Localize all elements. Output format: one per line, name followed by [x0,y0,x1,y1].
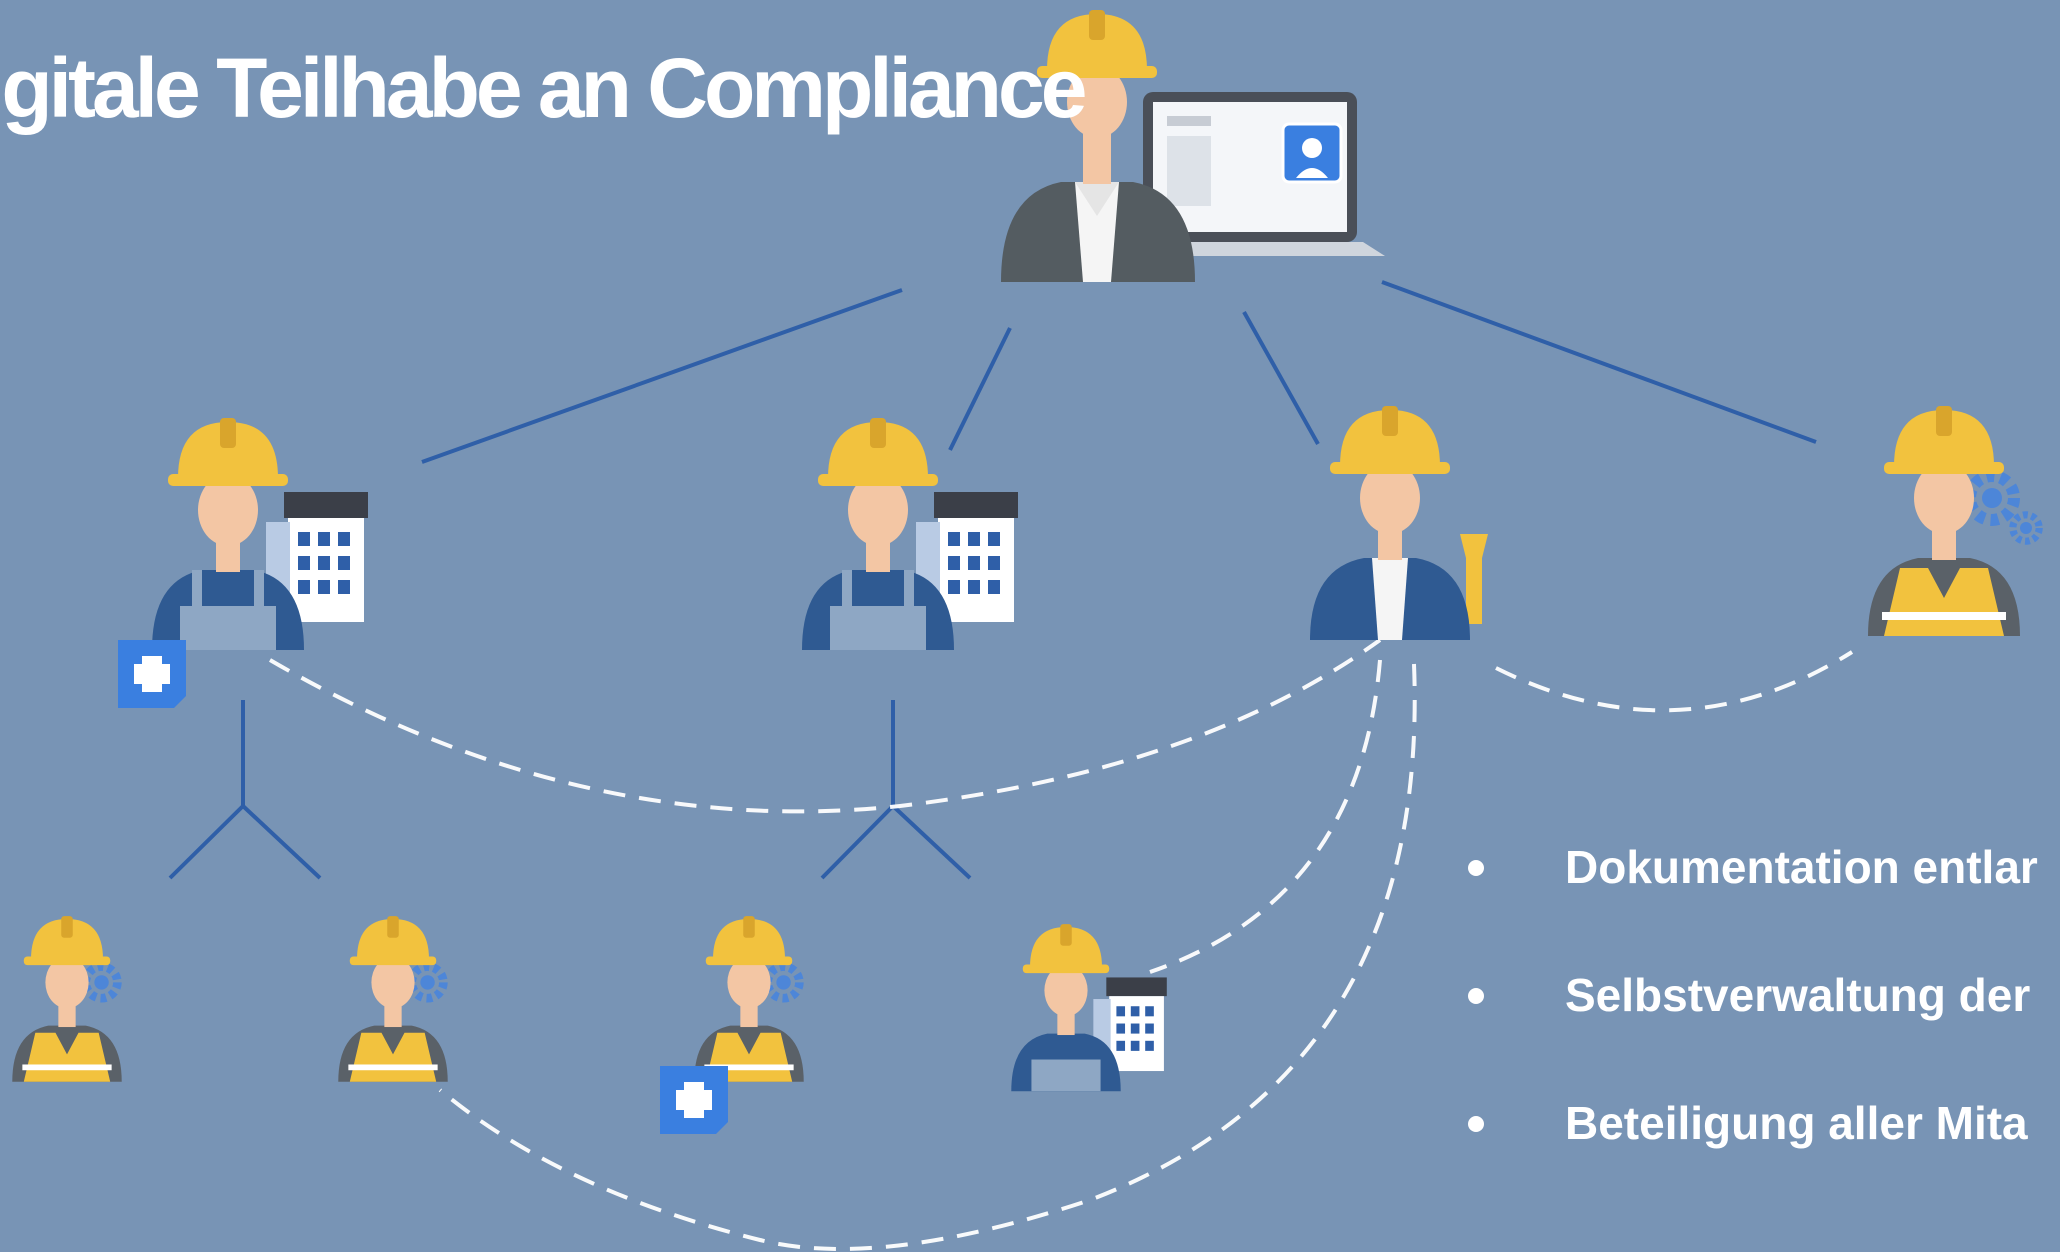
technician-gear-icon [694,916,803,1082]
supervisor-flashlight-icon [1310,406,1488,640]
bullet-text: Dokumentation entlar [1565,841,2038,893]
dashed-connections [268,638,1854,1251]
bullet-dot [1468,860,1484,876]
add-badge-icon[interactable] [118,640,186,708]
bullet-list: Dokumentation entlar Selbstverwaltung de… [1460,840,2060,1224]
page-title: igitale Teilhabe an Compliance [0,41,1087,135]
add-badge-icon[interactable] [660,1066,728,1134]
bullet-item: Dokumentation entlar [1460,840,2060,968]
facility-worker-building-icon [152,418,368,650]
bullet-item: Selbstverwaltung der [1460,968,2060,1096]
bullet-item: Beteiligung aller Mita [1460,1096,2060,1224]
hierarchy-lines [168,280,1817,880]
technician-gear-icon [338,916,448,1082]
facility-worker-building-icon [802,418,1018,650]
bullet-text: Beteiligung aller Mita [1565,1097,2028,1149]
bullet-text: Selbstverwaltung der [1565,969,2031,1021]
bullet-dot [1468,988,1484,1004]
technician-gear-icon [1868,406,2039,636]
bullet-dot [1468,1116,1484,1132]
manager-laptop-icon [1001,10,1385,282]
technician-gear-icon [12,916,122,1082]
facility-worker-building-icon [1011,924,1167,1092]
